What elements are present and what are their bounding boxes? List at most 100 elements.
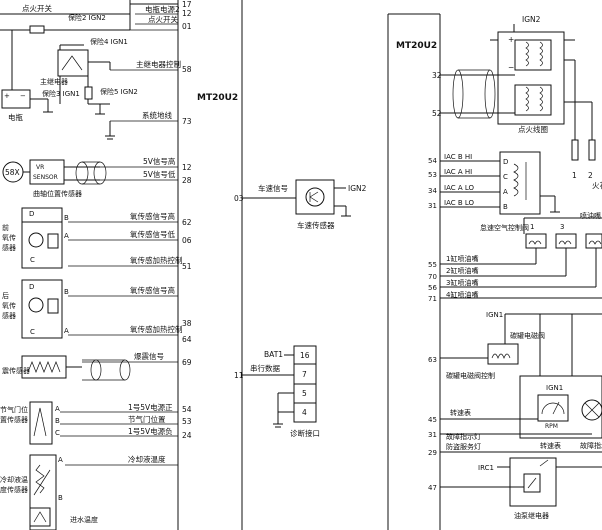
- minus-mark-left: −: [20, 92, 26, 100]
- pin-51-label: 氧传感加热控制: [130, 255, 183, 265]
- mil-label: 故障指示灯: [446, 432, 481, 441]
- diag-pin-4: 4: [302, 408, 307, 417]
- pin-24-label: 1号5V电源负: [128, 426, 173, 436]
- iac-line-4: IAC B LO: [444, 199, 475, 207]
- o2-sensor-rear: D B C A 后 氧传 感器: [2, 279, 69, 339]
- coil-pin-52: 52: [432, 109, 442, 118]
- pin-73-label: 系统地线: [142, 110, 172, 120]
- batt-label: BAT1: [264, 350, 283, 359]
- tps-l2: 置传感器: [0, 415, 28, 424]
- pin-06: 06: [182, 236, 192, 245]
- ign2-fuse-label: 保险2 IGN2: [68, 13, 106, 22]
- o2f-l2: 氧传: [2, 233, 16, 242]
- pin-12a: 12: [182, 9, 192, 18]
- inj-line-1: 1缸喷油嘴: [446, 254, 478, 263]
- coil-minus-1: −: [508, 63, 514, 72]
- pump-supply: IRC1: [478, 464, 494, 472]
- inj-pin-71: 71: [428, 295, 437, 303]
- iac-letter-a: A: [503, 188, 508, 196]
- pin-38: 38: [182, 319, 192, 328]
- pin-58-label: 主继电器控制: [136, 59, 181, 69]
- tach-pin: 45: [428, 416, 437, 424]
- coolant-l1: 冷却液温: [0, 475, 28, 484]
- o2r-letter-b: B: [64, 288, 69, 296]
- crank-sensor-code: 58X: [5, 168, 20, 177]
- pin-28-label: 5V信号低: [143, 169, 176, 179]
- coil-pin-32: 32: [432, 71, 442, 80]
- iac-letter-c: C: [503, 173, 508, 181]
- left-ecu-title: MT20U2: [197, 93, 238, 103]
- fuel-injectors: 喷油嘴 1 3 55 70 56 71 1缸喷油嘴 2缸喷油嘴 3缸喷油嘴 4缸…: [428, 211, 602, 303]
- pin-06-label: 氧传感信号低: [130, 229, 175, 239]
- instrument-cluster: IGN1 RPM 转速表 故障指示 45 转速表 31 故障指示灯 29 防盗服…: [428, 375, 602, 457]
- main-relay: [57, 49, 89, 77]
- knock-sensor-label: 震传感器: [2, 366, 30, 375]
- iac-letter-d: D: [503, 158, 508, 166]
- tps-l1: 节气门位: [0, 405, 28, 414]
- injector-header: 喷油嘴: [580, 211, 601, 220]
- pin-54-label: 1号5V电源正: [128, 402, 173, 412]
- diag-label: 诊断接口: [290, 428, 320, 438]
- tach-name: 转速表: [540, 441, 561, 450]
- pump-relay-label: 油泵继电器: [514, 511, 549, 520]
- pin-69-label: 爆震信号: [134, 351, 164, 361]
- inj-pin-56: 56: [428, 284, 437, 292]
- o2f-l3: 感器: [2, 243, 16, 252]
- iac-label: 怠速空气控制阀: [480, 223, 529, 232]
- pin-64-label: 氧传感加热控制: [130, 324, 183, 334]
- coil-plus-1: +: [508, 35, 514, 44]
- crank-sensor: 58X VR SENSOR 曲轴位置传感器: [2, 159, 107, 198]
- o2r-letter-c: C: [30, 328, 35, 336]
- right-ecu: MT20U2: [387, 13, 441, 530]
- coil-label: 点火线圈: [518, 124, 548, 134]
- o2r-l2: 氧传: [2, 301, 16, 310]
- o2f-l1: 前: [2, 223, 9, 232]
- crank-sensor-name: 曲轴位置传感器: [33, 189, 82, 198]
- inj-pin-55: 55: [428, 261, 437, 269]
- coolant-l2: 度传感器: [0, 485, 28, 494]
- inj-line-2: 2缸喷油嘴: [446, 266, 478, 275]
- ignition-switch-label: 点火开关: [22, 3, 52, 13]
- mil-pin: 31: [428, 431, 437, 439]
- plus-mark-left: +: [4, 92, 10, 100]
- left-ecu-pins: 17 电瓶电源2 12 点火开关 01 主继电器控制 58 系统地线 73 5V…: [60, 0, 192, 466]
- ign2-fuse5-label: 保险5 IGN2: [100, 87, 138, 96]
- iac-pin-34: 34: [428, 187, 437, 195]
- pin-69: 69: [182, 358, 192, 367]
- iac-pin-54: 54: [428, 157, 437, 165]
- o2r-l1: 后: [2, 291, 9, 300]
- pin-73: 73: [182, 117, 192, 126]
- throttle-position-sensor: A B C 节气门位 置传感器: [0, 401, 60, 445]
- rpm-label: RPM: [545, 423, 558, 430]
- pin-12b-label: 5V信号高: [143, 156, 176, 166]
- coolant-letter-a: A: [58, 456, 63, 464]
- iac-line-3: IAC A LO: [444, 184, 475, 192]
- spark-plug-label: 火花: [592, 180, 602, 190]
- pin-17-label: 电瓶电源2: [145, 4, 180, 14]
- o2-sensor-front: D B C A 前 氧传 感器: [2, 207, 69, 269]
- iac-pin-31: 31: [428, 202, 437, 210]
- main-relay-label: 主继电器: [40, 77, 68, 86]
- pin-53-label: 节气门位置: [128, 414, 166, 424]
- inj-pin-70: 70: [428, 273, 437, 281]
- inj-number-3: 3: [560, 223, 564, 231]
- o2f-letter-d: D: [29, 210, 34, 218]
- o2r-letter-d: D: [29, 283, 34, 291]
- ac-label: 防盗服务灯: [446, 442, 481, 451]
- coolant-sensor: A B 冷却液温 度传感器 进水温度: [0, 454, 98, 530]
- pin-51: 51: [182, 262, 192, 271]
- ign1-fuse3-label: 保险3 IGN1: [42, 89, 80, 98]
- o2r-l3: 感器: [2, 311, 16, 320]
- tps-letter-b: B: [55, 417, 60, 425]
- spark-1: 1: [572, 171, 577, 180]
- serial-pin: 11: [234, 371, 244, 380]
- coolant-letter-b: B: [58, 494, 63, 502]
- pin-62: 62: [182, 218, 192, 227]
- ac-pin: 29: [428, 449, 437, 457]
- vehicle-speed-sensor: 03 车速信号 IGN2 车速传感器: [234, 179, 367, 230]
- pin-17: 17: [182, 0, 192, 9]
- canister-pin: 63: [428, 356, 437, 364]
- fuel-pump-relay: IRC1 47 油泵继电器: [428, 457, 602, 520]
- pin-28: 28: [182, 176, 192, 185]
